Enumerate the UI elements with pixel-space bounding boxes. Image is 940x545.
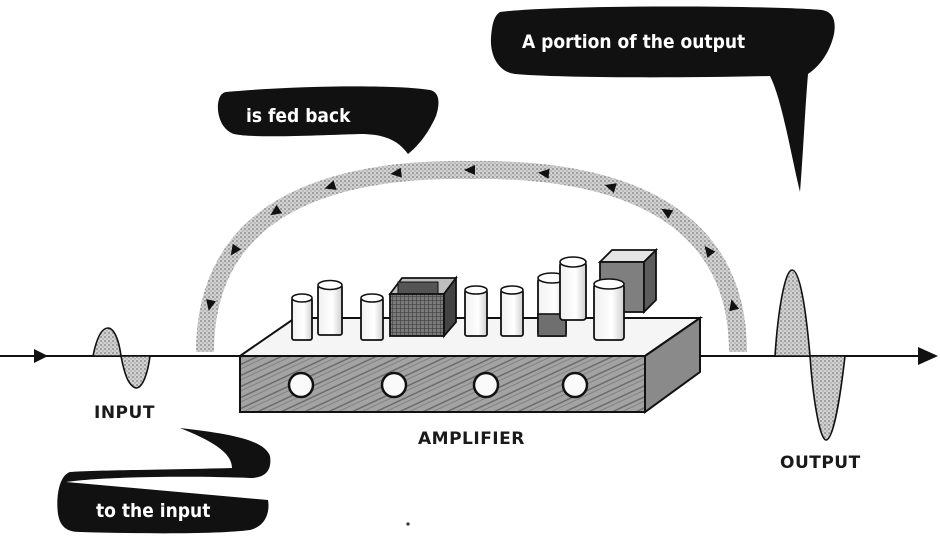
feedback-arrowhead [704, 245, 716, 258]
callout-portion-of-output: A portion of the output [490, 6, 835, 193]
input-waveform [92, 327, 151, 389]
signal-arrowhead-right [918, 347, 938, 365]
knob [380, 371, 408, 399]
callout-to-input: to the input [57, 428, 271, 534]
vacuum-tube [291, 293, 313, 341]
vacuum-tube [593, 278, 625, 341]
feedback-arrows [206, 165, 739, 312]
feedback-arrowhead [230, 243, 242, 256]
feedback-arrowhead [538, 168, 550, 179]
feedback-loop [196, 160, 747, 353]
vacuum-tube [537, 272, 567, 337]
output-waveform [774, 269, 846, 441]
vacuum-tube [464, 285, 488, 337]
feedback-arrowhead [729, 299, 739, 312]
feedback-arrowhead [206, 299, 216, 311]
vacuum-tube [500, 285, 524, 337]
amplifier [236, 247, 704, 414]
feedback-arrowhead [661, 208, 674, 219]
feedback-arrowhead [324, 180, 337, 190]
callout-portion-text: A portion of the output [522, 31, 745, 53]
feedback-arrowhead [390, 167, 402, 178]
vacuum-tubes [291, 256, 625, 341]
output-label: OUTPUT [780, 453, 861, 473]
feedback-arrowhead [464, 165, 476, 176]
power-transformer [388, 275, 458, 339]
vacuum-tube [317, 279, 343, 336]
input-label: INPUT [94, 403, 155, 423]
vacuum-tube [360, 293, 384, 341]
knob [472, 371, 500, 399]
chassis-side [644, 316, 701, 414]
amplifier-label: AMPLIFIER [418, 429, 525, 449]
callout-fed-back-text: is fed back [246, 105, 351, 127]
control-knobs [287, 371, 589, 399]
ink-speck [406, 522, 410, 526]
knob [287, 371, 315, 399]
vacuum-tube [559, 256, 587, 321]
callout-fed-back: is fed back [217, 86, 439, 154]
knob [561, 371, 589, 399]
signal-arrowhead-left [34, 349, 48, 363]
feedback-arrowhead [604, 183, 617, 193]
callout-to-input-text: to the input [96, 500, 210, 522]
feedback-arrowhead [270, 204, 283, 216]
